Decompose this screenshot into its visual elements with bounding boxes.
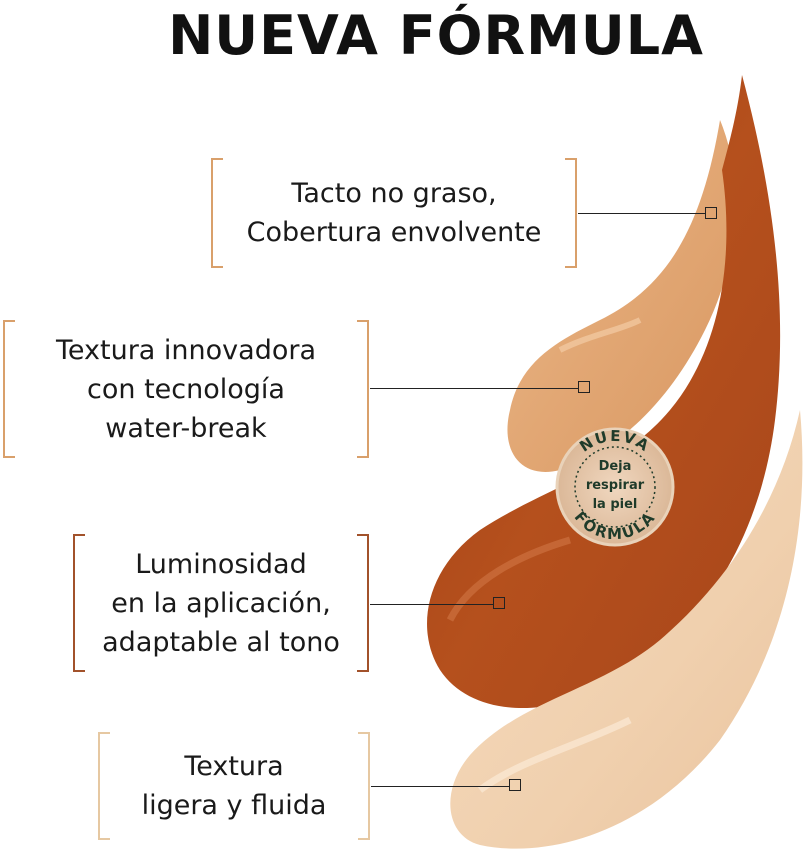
callout-text-line: con tecnología <box>87 373 285 405</box>
bracket-right <box>358 732 370 840</box>
callout-light-fluid: Textura ligera y fluida <box>98 732 370 840</box>
marker-square <box>509 779 521 791</box>
bracket-right <box>357 534 369 672</box>
headline: NUEVA FÓRMULA <box>168 4 704 67</box>
light-foundation-swatch <box>507 120 736 472</box>
leader-line <box>578 213 706 214</box>
bracket-left <box>211 158 223 268</box>
leader-line <box>370 388 578 389</box>
bracket-left <box>73 534 85 672</box>
callout-luminosity: Luminosidad en la aplicación, adaptable … <box>73 534 369 672</box>
callout-text-line: Cobertura envolvente <box>246 217 542 248</box>
marker-square <box>493 597 505 609</box>
leader-line <box>370 604 493 605</box>
callout-water-break: Textura innovadora con tecnología water-… <box>3 320 369 458</box>
bracket-left <box>98 732 110 840</box>
bracket-left <box>3 320 15 458</box>
seal-center-line-3: la piel <box>593 497 638 512</box>
callout-text-line: ligera y fluida <box>141 790 327 821</box>
nueva-formula-seal: NUEVA FÓRMULA Deja respirar la piel <box>555 427 675 547</box>
marker-square <box>578 381 590 393</box>
callout-text-line: water-break <box>105 412 267 444</box>
leader-line <box>371 786 509 787</box>
seal-center-line-1: Deja <box>599 459 632 474</box>
bracket-right <box>565 158 577 268</box>
callout-text-line: Textura innovadora <box>55 334 317 366</box>
dark-foundation-swatch <box>427 75 781 709</box>
callout-non-greasy: Tacto no graso, Cobertura envolvente <box>211 158 577 268</box>
bracket-right <box>357 320 369 458</box>
callout-text-line: Textura <box>184 751 284 782</box>
callout-text-line: en la aplicación, <box>111 587 331 619</box>
callout-text-line: Luminosidad <box>135 548 307 580</box>
callout-text-line: Tacto no graso, <box>291 178 497 209</box>
callout-text-line: adaptable al tono <box>102 626 340 658</box>
seal-center-line-2: respirar <box>586 478 645 493</box>
marker-square <box>705 207 717 219</box>
pale-foundation-swatch <box>450 410 803 849</box>
